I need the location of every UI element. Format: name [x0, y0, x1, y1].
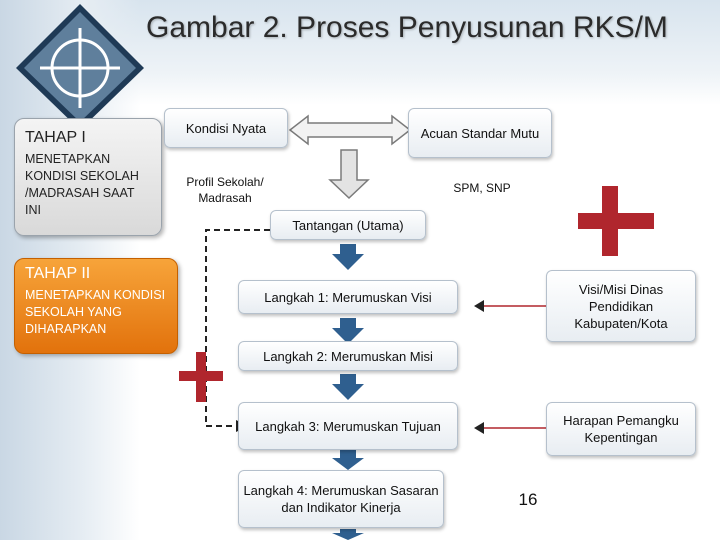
visi-misi-dinas-box: Visi/Misi Dinas Pendidikan Kabupaten/Kot… [546, 270, 696, 342]
tahap-2-box: TAHAP II MENETAPKAN KONDISI SEKOLAH YANG… [14, 258, 178, 354]
langkah-4-box: Langkah 4: Merumuskan Sasaran dan Indika… [238, 470, 444, 528]
harapan-box: Harapan Pemangku Kepentingan [546, 402, 696, 456]
tahap-2-description: MENETAPKAN KONDISI SEKOLAH YANG DIHARAPK… [25, 288, 166, 336]
kondisi-nyata-box: Kondisi Nyata [164, 108, 288, 148]
langkah-2-box: Langkah 2: Merumuskan Misi [238, 341, 458, 371]
right-feed-arrows [474, 300, 546, 434]
tahap-1-box: TAHAP I MENETAPKAN KONDISI SEKOLAH /MADR… [14, 118, 162, 236]
down-arrow-icon [332, 244, 364, 540]
page-number: 16 [518, 490, 538, 509]
langkah-3-box: Langkah 3: Merumuskan Tujuan [238, 402, 458, 450]
grey-down-arrow-icon [328, 149, 370, 200]
double-arrow-icon [288, 114, 412, 146]
tahap-1-description: MENETAPKAN KONDISI SEKOLAH /MADRASAH SAA… [25, 152, 139, 217]
spm-snp-label: SPM, SNP [453, 181, 511, 195]
page-title: Gambar 2. Proses Penyusunan RKS/M [146, 11, 668, 44]
profil-sekolah-label: Profil Sekolah/ Madrasah [186, 175, 264, 205]
plus-cross-icon [578, 186, 654, 256]
langkah-1-box: Langkah 1: Merumuskan Visi [238, 280, 458, 314]
tahap-2-heading: TAHAP II [25, 265, 91, 282]
compass-logo-icon [16, 4, 144, 130]
tahap-1-heading: TAHAP I [25, 129, 86, 146]
plus-cross-icon [179, 352, 223, 402]
acuan-standar-box: Acuan Standar Mutu [408, 108, 552, 158]
tantangan-box: Tantangan (Utama) [270, 210, 426, 240]
dashed-connector [205, 229, 270, 427]
